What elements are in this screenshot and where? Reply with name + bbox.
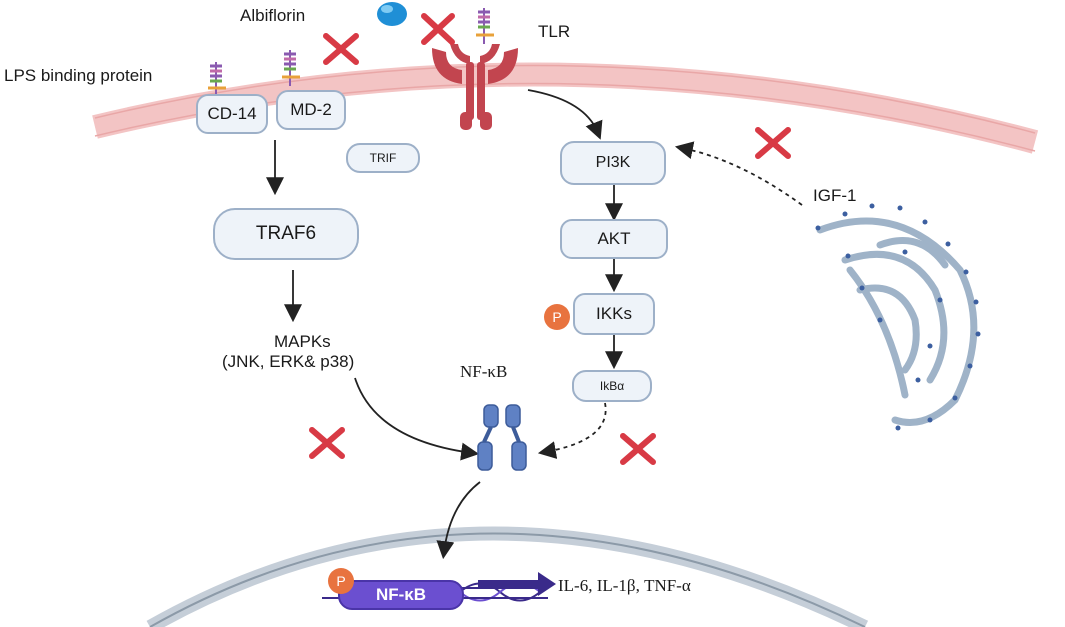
phospho-badge: P: [544, 304, 570, 330]
ikba-box: IkBα: [572, 370, 652, 402]
nfkb-nucleus-box: NF-κB: [338, 580, 464, 610]
traf6-box: TRAF6: [213, 208, 359, 260]
albiflorin-molecule-icon: [377, 2, 407, 26]
tlr-label: TLR: [538, 22, 571, 41]
phospho-badge-nucleus: P: [328, 568, 354, 594]
ikks-box: IKKs: [573, 293, 655, 335]
inhibition-x-icon: [421, 13, 455, 45]
akt-box: AKT: [560, 219, 668, 259]
cytokines-label: IL-6, IL-1β, TNF-α: [558, 576, 691, 595]
endoplasmic-reticulum-icon: [816, 217, 978, 426]
md2-box: MD-2: [276, 90, 346, 130]
albiflorin-label: Albiflorin: [240, 6, 306, 25]
pi3k-box: PI3K: [560, 141, 666, 185]
lps-ligand-icon: [282, 50, 300, 86]
trif-box: TRIF: [346, 143, 420, 173]
nfkb-dimer-icon: [477, 404, 527, 471]
igf1-label: IGF-1: [813, 186, 857, 205]
inhibition-x-icon: [620, 433, 656, 465]
inhibition-x-icon: [755, 127, 791, 159]
inhibition-x-icon: [323, 33, 359, 65]
tlr-receptor-icon: [432, 44, 518, 130]
inhibition-x-icon: [309, 427, 345, 459]
er-ribosome-dots: [815, 203, 981, 431]
mapks-label: MAPKs: [274, 332, 331, 351]
mapks-detail-label: (JNK, ERK& p38): [222, 352, 355, 371]
lps-ligand-icon: [476, 8, 494, 44]
lps-ligand-icon: [208, 62, 226, 96]
nucleus-membrane: [146, 526, 869, 627]
lps-binding-protein-label: LPS binding protein: [4, 66, 153, 85]
nfkb-label: NF-κB: [460, 362, 508, 381]
cd14-box: CD-14: [196, 94, 268, 134]
transcription-arrow-icon: [478, 572, 556, 596]
pathway-arrows: [266, 89, 803, 560]
